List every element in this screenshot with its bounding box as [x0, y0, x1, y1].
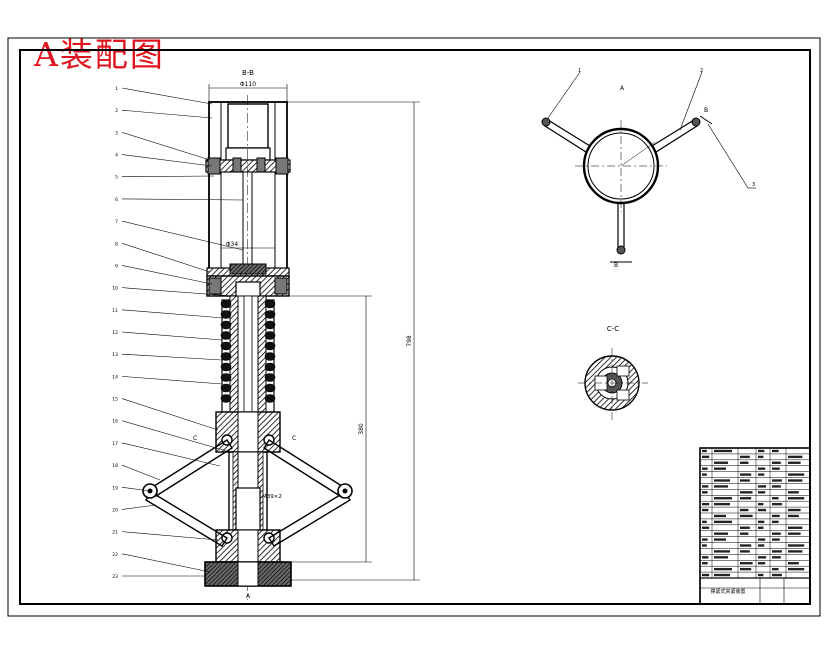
title-block-name: 撑紧式夹紧装置 [710, 588, 745, 595]
spring-coil [264, 341, 276, 351]
callout-leader [121, 442, 221, 467]
callout-label: 3 [115, 130, 118, 136]
callout-leader [121, 504, 157, 510]
callout-label: 9 [115, 263, 118, 269]
callout-leader [121, 353, 223, 361]
callout-label: 8 [115, 241, 118, 247]
plan-callout-1: 1 [578, 68, 581, 74]
callout-label: 23 [112, 574, 118, 580]
callout-label: 6 [115, 197, 118, 203]
callout-leader [121, 87, 213, 105]
callout-label: 21 [112, 530, 118, 536]
section-mark-cc: C-C [607, 325, 619, 333]
callout-leader [121, 553, 211, 573]
callout-label: 12 [112, 330, 118, 336]
spring-coil [220, 373, 232, 382]
section-mark-top: B-B [242, 69, 254, 77]
inner-border [19, 49, 811, 605]
spring-coil [220, 299, 232, 309]
callout-leader [121, 398, 219, 431]
callout-leader [121, 242, 211, 273]
spring-coil [264, 331, 276, 340]
callout-leader [121, 464, 161, 481]
plan-callout-2: 2 [700, 68, 703, 74]
title-block: 撑紧式夹紧装置 [699, 447, 811, 605]
callout-label: 10 [112, 286, 118, 292]
callout-label: 22 [112, 552, 118, 558]
callout-leader [121, 309, 225, 319]
callout-label: 2 [115, 108, 118, 114]
main-section-view: B-B Φ110 Φ34 [112, 69, 420, 600]
callout-label: 5 [115, 175, 118, 181]
callout-label: 18 [112, 463, 118, 469]
dim-top-width: Φ110 [240, 81, 256, 88]
dim-lower-height: 380 [358, 423, 365, 435]
spring-coil [264, 320, 276, 330]
callout-leader [121, 109, 213, 119]
callout-leader [121, 420, 231, 453]
spring-coil [220, 320, 232, 330]
callout-leader [121, 220, 244, 251]
callout-leader [121, 154, 213, 167]
plan-callout-3: 3 [752, 182, 755, 188]
callout-label: 4 [115, 153, 118, 159]
callout-label: 19 [112, 485, 118, 491]
spring-coil [264, 383, 276, 393]
callout-leader [121, 486, 151, 492]
callout-leader [121, 287, 233, 297]
callout-leader [121, 531, 219, 541]
spring-coil [220, 310, 232, 319]
section-view-cc: C-C [578, 325, 648, 422]
spring-coil [220, 352, 232, 361]
spring-coil [220, 394, 232, 403]
callout-label: 20 [112, 507, 118, 513]
spring-coil [220, 331, 232, 340]
spring-coil [264, 362, 276, 372]
section-mark-bottom: A [246, 593, 251, 600]
callout-label: 17 [112, 441, 118, 447]
plan-mark-a: A [620, 85, 625, 92]
callout-label: 16 [112, 419, 118, 425]
callout-label: 13 [112, 352, 118, 358]
callout-label: 14 [112, 374, 118, 380]
plan-mark-b-upper: B [704, 107, 708, 114]
spring-coil [220, 383, 232, 393]
spring-coil [220, 362, 232, 372]
plan-mark-b-lower: B [614, 262, 618, 269]
arm-mark-right: C [292, 435, 296, 442]
spring-coil [264, 310, 276, 319]
spring-coil [264, 352, 276, 361]
callout-leader [121, 265, 213, 285]
spring-coil [220, 341, 232, 351]
dim-inner-width: Φ34 [226, 241, 239, 248]
callout-label: 11 [112, 308, 118, 314]
spring-coil [264, 373, 276, 382]
arm-mark-left: C [193, 435, 197, 442]
callout-leader [121, 331, 223, 341]
spring-coil [264, 299, 276, 309]
callout-label: 15 [112, 397, 118, 403]
callout-label: 1 [115, 86, 118, 92]
plan-view: A 1 2 3 B B [541, 68, 756, 269]
callout-leader [121, 376, 223, 385]
callout-label: 7 [115, 219, 118, 225]
callout-leader [121, 175, 215, 178]
callout-leader [121, 198, 244, 201]
drawing-title: A装配图 [34, 35, 165, 74]
thread-label: M39×2 [262, 494, 282, 500]
callout-leader [121, 132, 211, 161]
spring-coil [264, 394, 276, 403]
dim-total-height: 798 [406, 335, 413, 347]
outer-border [7, 37, 821, 617]
